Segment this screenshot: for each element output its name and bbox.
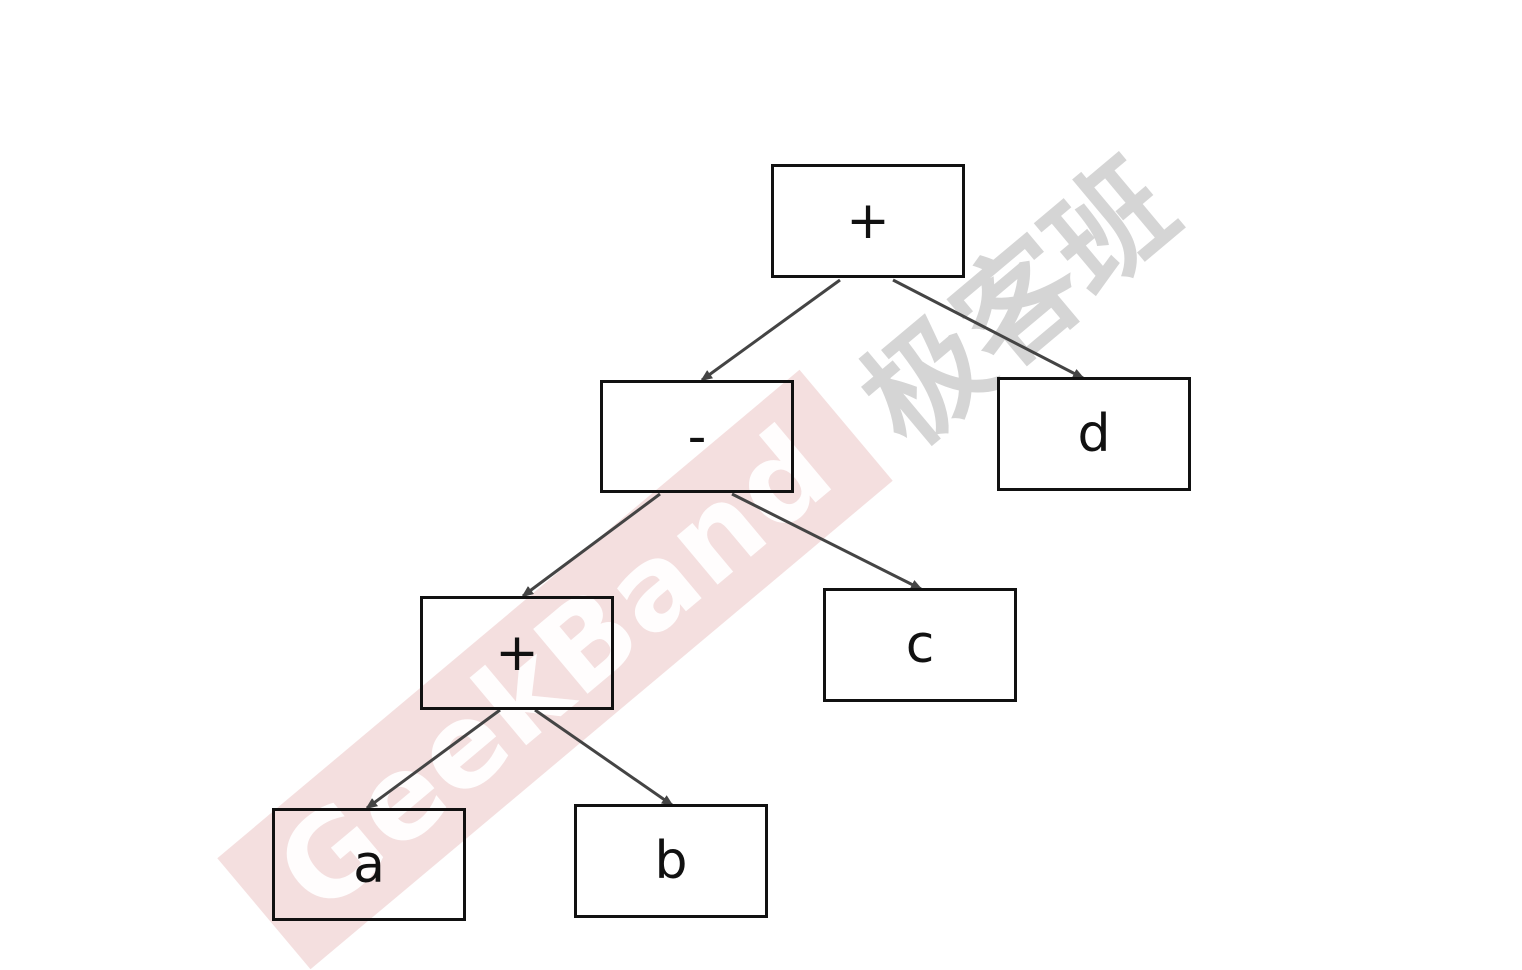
node-a-label: a [353,834,385,895]
node-d-label: d [1077,404,1111,464]
edge-plus2-to-a [365,708,501,810]
edge-minus-to-plus2 [521,492,661,598]
node-minus: - [600,380,794,493]
edge-root-to-d [892,278,1085,380]
node-plus2-label: + [495,623,539,683]
node-c-label: c [905,615,935,675]
edge-plus2-to-b [534,708,674,807]
node-d: d [997,377,1191,491]
node-minus-label: - [687,406,707,467]
node-root-plus: + [771,164,965,278]
node-a: a [272,808,466,921]
node-c: c [823,588,1017,702]
edge-root-to-minus [700,278,841,382]
node-b-label: b [654,831,688,891]
node-root-plus-label: + [846,191,890,251]
node-b: b [574,804,768,918]
edge-minus-to-c [731,492,923,591]
node-plus2: + [420,596,614,710]
